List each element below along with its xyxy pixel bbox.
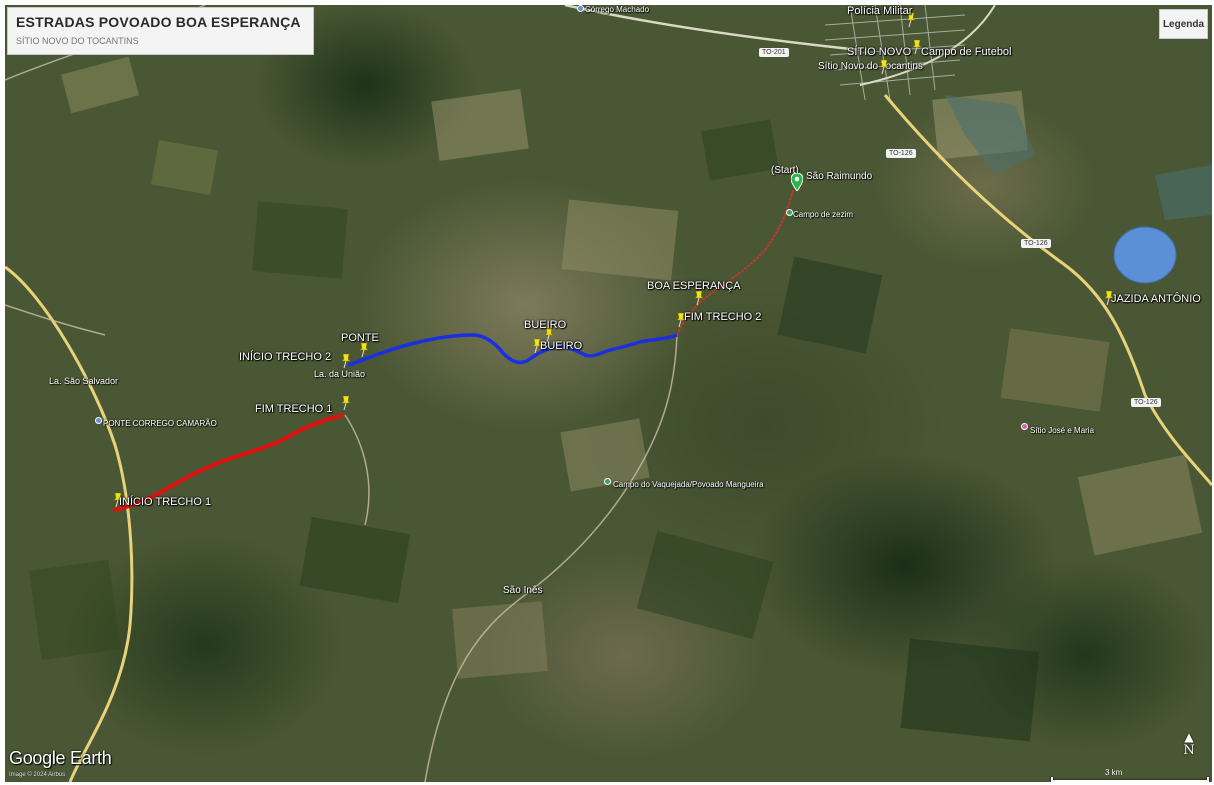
road-tag-to-126: TO-126 bbox=[1021, 239, 1051, 248]
map-title: ESTRADAS POVOADO BOA ESPERANÇA bbox=[16, 14, 301, 30]
pin-label-boa-esperanca: BOA ESPERANÇA bbox=[647, 280, 741, 292]
map-base-layer bbox=[5, 5, 1212, 782]
north-compass[interactable]: ▲ N bbox=[1181, 731, 1197, 767]
pin-icon[interactable] bbox=[340, 396, 352, 410]
google-earth-watermark: Google Earth bbox=[9, 748, 112, 768]
pin-icon[interactable] bbox=[543, 328, 555, 342]
imagery-credit: Image © 2024 Airbus bbox=[9, 772, 66, 778]
place-label-sao-ines: São Inês bbox=[503, 585, 543, 596]
pin-icon[interactable] bbox=[693, 291, 705, 305]
route-trecho-1 bbox=[112, 413, 344, 512]
pin-icon[interactable] bbox=[878, 60, 890, 74]
road-tag-to-126: TO-126 bbox=[886, 149, 916, 158]
pin-label-sitio-novo: SÍTIO NOVO bbox=[847, 46, 912, 58]
pin-label-fim-trecho-2: FIM TRECHO 2 bbox=[684, 311, 762, 323]
place-label-campo-vaquejada: Campo do Vaquejada/Povoado Mangueira bbox=[613, 480, 764, 489]
road-tag-to-126: TO-126 bbox=[1131, 398, 1161, 407]
place-label-sitio-novo-tocantins: Sítio Novo do Tocantins bbox=[818, 61, 923, 72]
pin-icon[interactable] bbox=[905, 13, 917, 27]
route-trecho-2 bbox=[347, 333, 678, 367]
access-road bbox=[676, 189, 794, 336]
pin-label-bueiro: BUEIRO bbox=[524, 319, 567, 331]
field-patches bbox=[29, 56, 1203, 742]
pin-icon[interactable] bbox=[112, 493, 124, 507]
pin-label-ponte: PONTE bbox=[341, 332, 379, 344]
place-label-corrego-machado: Córrego Machado bbox=[585, 5, 650, 14]
place-label-sitio-jose-maria: Sítio José e Maria bbox=[1030, 426, 1095, 435]
title-panel: ESTRADAS POVOADO BOA ESPERANÇA SÍTIO NOV… bbox=[7, 7, 314, 55]
pin-label-jazida-antonio: JAZIDA ANTÔNIO bbox=[1111, 293, 1201, 305]
pin-label-bueiro: BUEIRO bbox=[540, 340, 583, 352]
place-label-sao-raimundo: São Raimundo bbox=[806, 171, 873, 182]
reservoir-marker[interactable] bbox=[1113, 226, 1177, 284]
place-label-la-uniao: La. da União bbox=[314, 369, 366, 379]
north-label: N bbox=[1183, 743, 1195, 758]
dirt-roads bbox=[5, 304, 678, 782]
place-label-campo-zezim: Campo de zezim bbox=[793, 210, 854, 219]
road-tag-to-201: TO-201 bbox=[759, 48, 789, 57]
scale-bar: 3 km bbox=[1051, 768, 1209, 782]
highways bbox=[5, 5, 1212, 782]
place-label-la-sao-salvador: La. São Salvador bbox=[49, 376, 119, 386]
start-marker-icon[interactable] bbox=[791, 173, 803, 191]
scale-bar-line bbox=[1051, 777, 1209, 782]
pin-label-policia-militar: Polícia Militar bbox=[847, 5, 913, 17]
pin-icon[interactable] bbox=[1103, 291, 1115, 305]
pin-label-fim-trecho-1: FIM TRECHO 1 bbox=[255, 403, 333, 415]
pin-icon[interactable] bbox=[340, 354, 352, 368]
pin-label-inicio-trecho-2: INÍCIO TRECHO 2 bbox=[239, 351, 332, 363]
scale-label: 3 km bbox=[1105, 768, 1123, 777]
place-label-start: (Start) bbox=[771, 165, 799, 176]
pin-label-campo-futebol: Campo de Futebol bbox=[921, 46, 1012, 58]
legend-button[interactable]: Legenda bbox=[1159, 9, 1208, 39]
map-subtitle: SÍTIO NOVO DO TOCANTINS bbox=[16, 36, 139, 46]
poi-campo-vaquejada-icon[interactable] bbox=[604, 478, 611, 485]
north-arrow-icon: ▲ bbox=[1184, 730, 1194, 744]
pin-icon[interactable] bbox=[675, 313, 687, 327]
poi-campo-zezim-icon[interactable] bbox=[786, 209, 793, 216]
pin-icon[interactable] bbox=[531, 339, 543, 353]
place-label-ponte-corrego-camarao: PONTE CORREGO CAMARÃO bbox=[103, 419, 217, 428]
poi-sitio-jose-maria-icon[interactable] bbox=[1021, 423, 1028, 430]
satellite-map[interactable]: ESTRADAS POVOADO BOA ESPERANÇA SÍTIO NOV… bbox=[5, 5, 1212, 782]
poi-ponte-corrego-camarao-icon[interactable] bbox=[95, 417, 102, 424]
pin-icon[interactable] bbox=[911, 40, 923, 54]
pin-icon[interactable] bbox=[358, 343, 370, 357]
pin-label-inicio-trecho-1: INÍCIO TRECHO 1 bbox=[119, 496, 212, 508]
poi-corrego-machado-icon[interactable] bbox=[577, 5, 584, 12]
